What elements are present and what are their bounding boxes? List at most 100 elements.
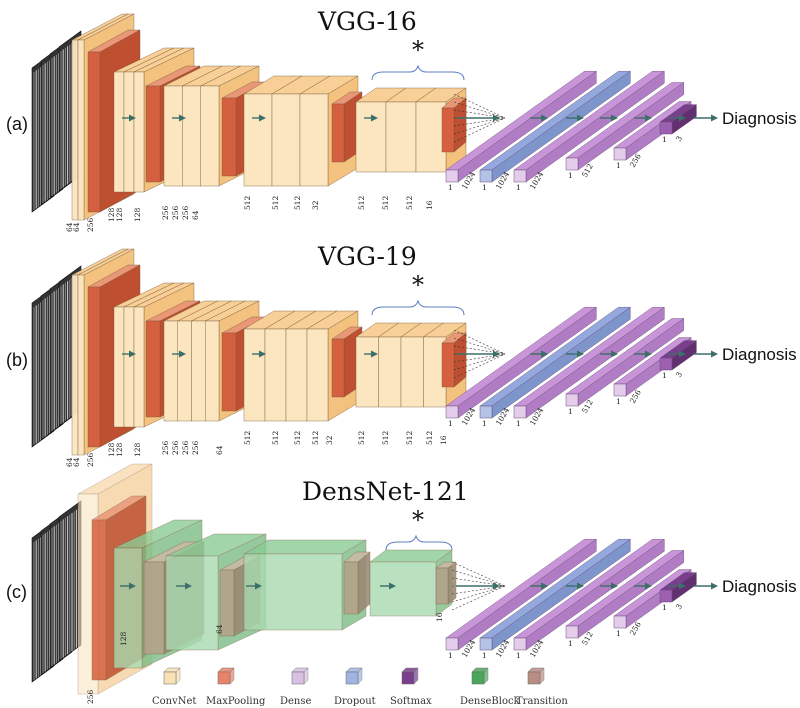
flow-arrow — [364, 350, 378, 358]
front-face — [271, 93, 301, 187]
front-face — [113, 71, 125, 193]
arrow-head — [711, 114, 718, 122]
bar-end — [659, 589, 673, 603]
softmax-layer — [659, 572, 698, 603]
legend-label: MaxPooling — [206, 696, 266, 707]
dense-dim-label: 1 — [516, 183, 521, 192]
dim-label: 128 — [133, 207, 142, 222]
front-face — [219, 569, 235, 637]
legend-swatch — [217, 671, 231, 685]
dense-dim-label: 1 — [616, 629, 621, 638]
arrow-head — [679, 582, 686, 590]
arrow-head — [129, 114, 136, 122]
front-face — [113, 547, 143, 669]
front-face — [145, 85, 161, 183]
front-face — [331, 338, 345, 398]
flow-arrow — [668, 582, 686, 590]
dense-layer — [565, 318, 685, 407]
legend-swatch — [291, 671, 305, 685]
network-title: DensNet-121 — [302, 477, 469, 506]
flow-arrow — [456, 582, 500, 590]
dim-label: 128 — [115, 207, 124, 222]
flow-arrow — [530, 582, 548, 590]
legend-item-maxpooling: MaxPooling — [206, 667, 266, 707]
front-face — [415, 101, 447, 173]
front-face — [123, 306, 135, 428]
connection-line — [453, 117, 506, 127]
dim-label: 256 — [191, 440, 200, 455]
arrow-head — [259, 114, 266, 122]
flow-arrow — [120, 582, 136, 590]
front-face — [331, 103, 345, 163]
arrow-head — [679, 114, 686, 122]
dim-label: 64 — [72, 457, 81, 467]
front-face — [243, 328, 266, 422]
dense-layer — [565, 82, 685, 171]
front-face — [87, 51, 101, 213]
dim-label: 512 — [311, 430, 320, 445]
dim-label: 128 — [119, 631, 128, 646]
dense-dim-label: 1 — [516, 651, 521, 660]
dim-label: 64 — [65, 222, 74, 232]
network-title: VGG-16 — [317, 7, 417, 36]
dense-dim-label: 1 — [482, 183, 487, 192]
transition-layer — [435, 561, 457, 605]
flow-arrow — [634, 350, 652, 358]
flow-arrow — [530, 114, 548, 122]
legend-label: ConvNet — [152, 696, 196, 707]
arrow-head — [645, 582, 652, 590]
dense-layer — [513, 306, 665, 419]
bar-end — [613, 147, 627, 161]
connection-line — [453, 117, 506, 143]
dim-label: 512 — [405, 430, 414, 445]
connection-line — [453, 93, 506, 119]
front-face — [243, 553, 343, 631]
front-face — [165, 555, 219, 651]
softmax-layer — [659, 104, 698, 135]
arrow-head — [645, 350, 652, 358]
dim-label: 256 — [86, 217, 95, 232]
dim-label: 16 — [435, 612, 444, 622]
front-face — [77, 274, 85, 456]
arrow-head — [577, 582, 584, 590]
dim-label: 512 — [381, 195, 390, 210]
legend-swatch — [527, 671, 541, 685]
bar-end — [613, 383, 627, 397]
arrow-head — [493, 114, 500, 122]
brace — [385, 534, 453, 551]
dim-label: 256 — [86, 452, 95, 467]
arrow-head — [371, 114, 378, 122]
dense-dim-label: 1 — [482, 651, 487, 660]
dim-label: 64 — [65, 457, 74, 467]
flow-arrow — [176, 582, 192, 590]
bar-end — [565, 625, 579, 639]
arrow-head — [711, 582, 718, 590]
arrow-head — [185, 582, 192, 590]
legend-label: Dense — [280, 696, 312, 707]
dim-label: 512 — [357, 195, 366, 210]
dense-dim-label: 1 — [482, 419, 487, 428]
dropout-layer — [479, 538, 631, 651]
maxpooling-layer — [441, 332, 467, 388]
flow-arrow — [252, 350, 266, 358]
brace — [371, 64, 465, 81]
front-face — [71, 274, 79, 456]
arrow-head — [493, 350, 500, 358]
dim-label: 512 — [381, 430, 390, 445]
brace — [371, 299, 465, 316]
flow-arrow — [122, 350, 136, 358]
legend-swatch — [345, 671, 359, 685]
flow-arrow — [634, 114, 652, 122]
dense-dim-label: 1 — [616, 161, 621, 170]
dim-label: 256 — [171, 440, 180, 455]
star-marker: * — [412, 36, 424, 64]
front-face — [143, 561, 165, 655]
legend-label: Softmax — [390, 696, 432, 707]
dense-dim-label: 1 — [516, 419, 521, 428]
arrow-head — [577, 350, 584, 358]
front-face — [285, 328, 308, 422]
front-face — [163, 85, 183, 187]
arrow-head — [679, 350, 686, 358]
